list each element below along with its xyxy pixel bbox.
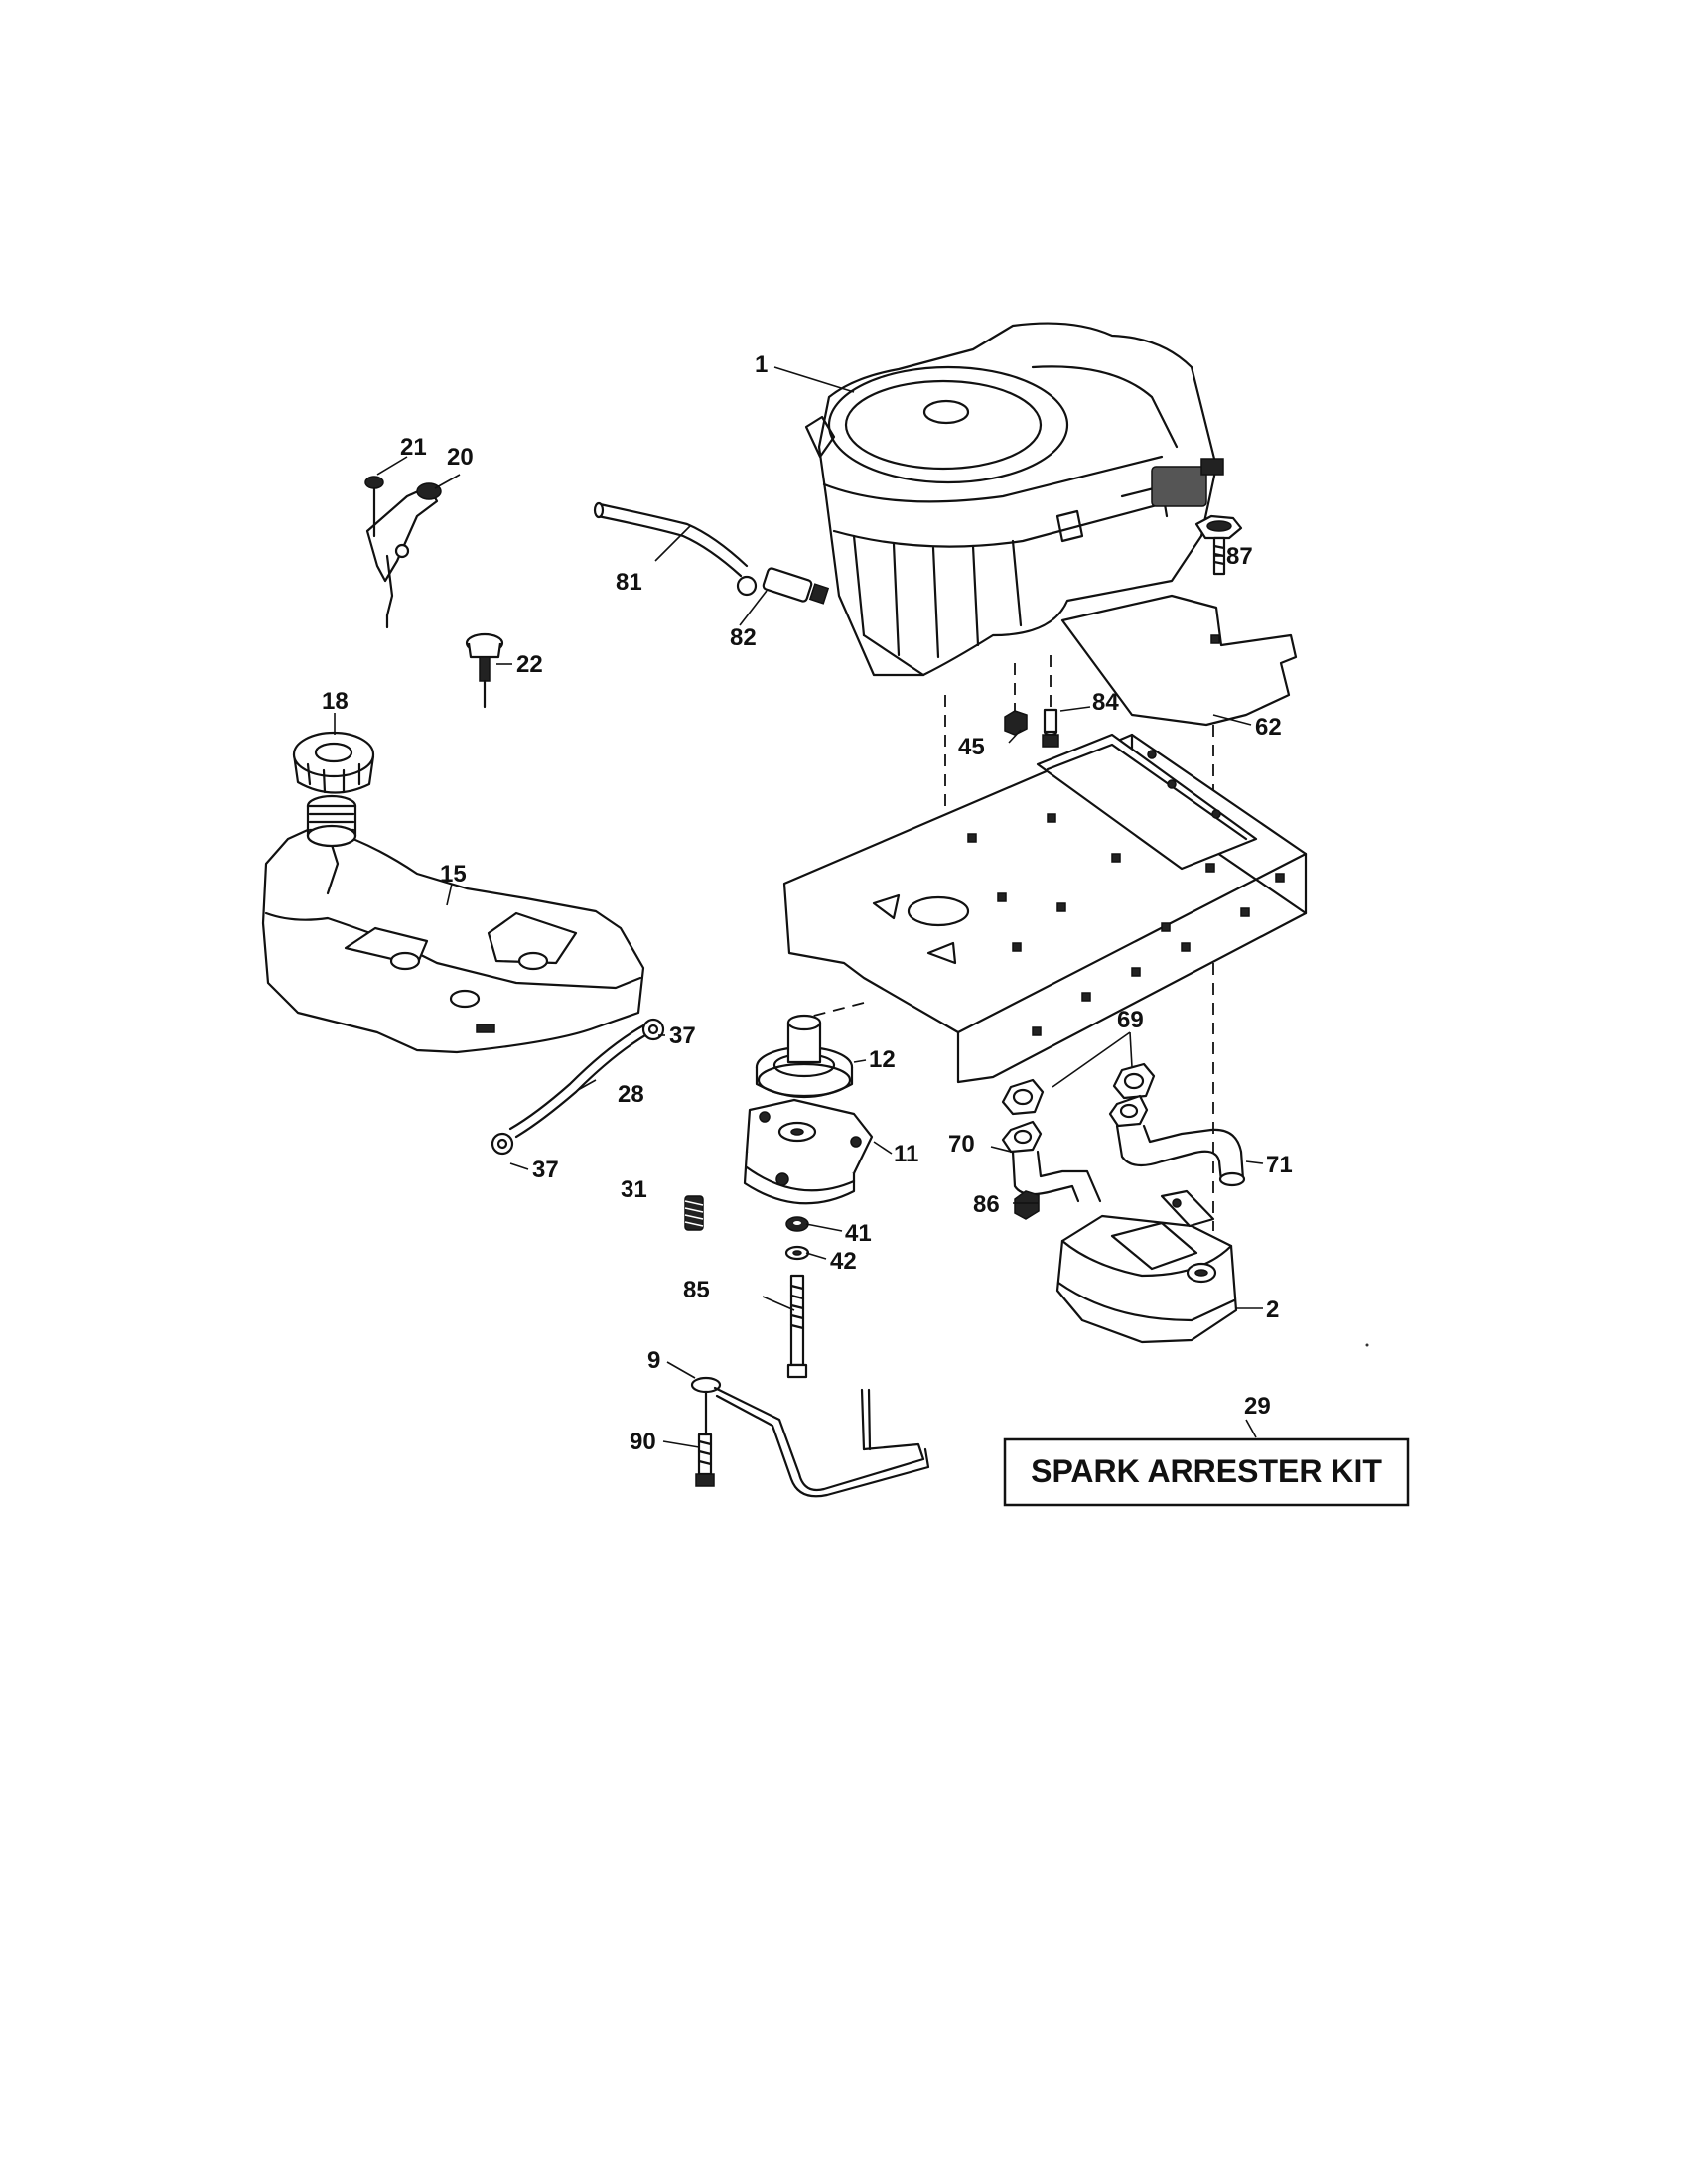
valve-22 bbox=[465, 632, 504, 709]
label-part-84: 84 bbox=[1092, 689, 1119, 716]
bolt-90 bbox=[695, 1390, 715, 1487]
screw-21 bbox=[364, 476, 384, 538]
gasket-left bbox=[1001, 1078, 1045, 1116]
label-part-28: 28 bbox=[618, 1081, 644, 1108]
label-part-11: 11 bbox=[894, 1141, 918, 1167]
label-part-18: 18 bbox=[322, 688, 349, 715]
label-part-90: 90 bbox=[630, 1429, 656, 1455]
label-part-42: 42 bbox=[830, 1248, 857, 1275]
label-part-85: 85 bbox=[683, 1277, 710, 1303]
label-part-31: 31 bbox=[621, 1176, 647, 1203]
label-part-45: 45 bbox=[958, 734, 985, 760]
frame-holes bbox=[967, 750, 1285, 1036]
label-part-37-bottom: 37 bbox=[532, 1157, 559, 1183]
fuel-hose bbox=[508, 1023, 652, 1139]
gasket-right bbox=[1112, 1062, 1156, 1100]
exhaust-pipe-left bbox=[1001, 1120, 1102, 1203]
label-part-22: 22 bbox=[516, 651, 543, 678]
bolt-84 bbox=[1042, 708, 1059, 748]
fuel-tank bbox=[261, 794, 645, 1054]
label-part-9: 9 bbox=[647, 1347, 660, 1374]
label-part-81: 81 bbox=[616, 569, 642, 596]
label-part-41: 41 bbox=[845, 1220, 872, 1247]
pulley bbox=[755, 1014, 854, 1098]
scan-speck bbox=[1365, 1343, 1369, 1347]
label-part-20: 20 bbox=[447, 444, 474, 471]
label-part-29: 29 bbox=[1244, 1393, 1271, 1420]
nut-45 bbox=[1004, 710, 1028, 736]
label-part-2: 2 bbox=[1266, 1297, 1279, 1323]
label-part-21: 21 bbox=[400, 434, 427, 461]
fuel-shutoff bbox=[365, 482, 442, 629]
fuel-line bbox=[593, 501, 749, 578]
leader-lines bbox=[334, 366, 1264, 1448]
label-part-37-top: 37 bbox=[669, 1023, 696, 1049]
label-part-62: 62 bbox=[1255, 714, 1282, 741]
fuel-cap bbox=[292, 731, 375, 794]
frame bbox=[782, 733, 1308, 1084]
spark-arrester-kit-box: SPARK ARRESTER KIT bbox=[1003, 1437, 1410, 1507]
spark-arrester-kit-label: SPARK ARRESTER KIT bbox=[1031, 1453, 1382, 1489]
label-part-70: 70 bbox=[948, 1131, 975, 1158]
part-labels: 1 2 9 11 12 15 18 20 21 22 28 29 31 37 3… bbox=[322, 351, 1293, 1455]
control-rod bbox=[690, 1376, 930, 1498]
label-part-12: 12 bbox=[869, 1046, 896, 1073]
engine bbox=[804, 322, 1224, 677]
label-part-86: 86 bbox=[973, 1191, 1000, 1218]
exhaust-pipe-right bbox=[1108, 1094, 1246, 1187]
bolt-85 bbox=[786, 1274, 808, 1379]
label-part-82: 82 bbox=[730, 624, 757, 651]
label-part-69: 69 bbox=[1117, 1007, 1144, 1033]
pto-clutch bbox=[743, 1098, 874, 1205]
fuel-fitting bbox=[736, 567, 830, 605]
label-part-87: 87 bbox=[1226, 543, 1253, 570]
spring bbox=[684, 1195, 704, 1231]
hose-clamp-top bbox=[641, 1018, 665, 1041]
nut-86 bbox=[1014, 1190, 1040, 1220]
hose-clamp-bottom bbox=[491, 1132, 514, 1156]
label-part-15: 15 bbox=[440, 861, 467, 887]
washer-42 bbox=[784, 1245, 810, 1261]
label-part-71: 71 bbox=[1266, 1152, 1293, 1178]
heat-shield bbox=[1060, 594, 1298, 727]
washer-41 bbox=[785, 1216, 809, 1232]
label-part-1: 1 bbox=[755, 351, 768, 378]
muffler bbox=[1055, 1189, 1238, 1344]
